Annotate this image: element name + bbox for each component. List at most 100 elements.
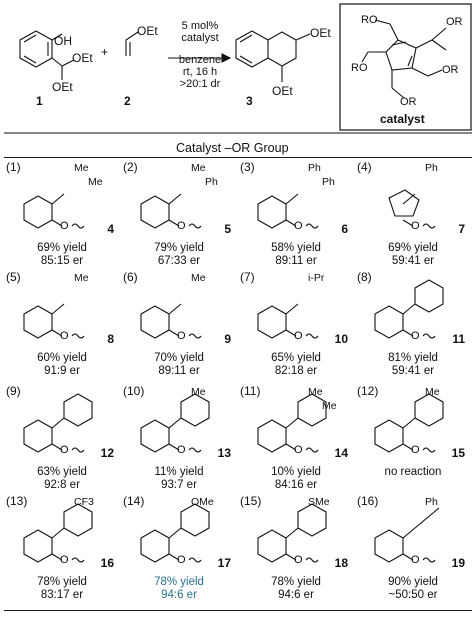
substituent-label: Me [191, 386, 206, 398]
substituent-bond [51, 527, 65, 539]
oxygen-label: O [177, 444, 186, 456]
product-oet-a: OEt [310, 26, 331, 40]
entry-number: (12) [357, 384, 379, 398]
catalyst-title: catalyst [380, 112, 425, 126]
oet-label-1a: OEt [72, 51, 93, 65]
entry-yield: 10% yield [271, 466, 321, 478]
oxygen-label: O [294, 220, 303, 232]
entry-er: 67:33 er [157, 255, 201, 267]
wavy-bond [422, 557, 436, 563]
oxygen-label: O [60, 444, 69, 456]
or-group-structure [374, 507, 440, 563]
table-header-rule [4, 157, 472, 158]
entry-number: (6) [123, 270, 138, 284]
cyclohexyl-ring [414, 279, 444, 313]
product-oet-b: OEt [272, 84, 293, 98]
substituent-label: Ph [322, 176, 335, 188]
o-bond [51, 443, 63, 451]
or-group-structure [140, 193, 202, 229]
substituent-bond [285, 193, 299, 205]
oxygen-label: O [411, 330, 420, 342]
substituent-label: Ph [308, 162, 321, 174]
o-bond [285, 329, 297, 337]
or-group-structure [23, 193, 85, 229]
o-bond [51, 329, 63, 337]
catalyst-ro-2: RO [351, 62, 368, 74]
substituent-bond [402, 193, 416, 205]
entry-yield: 79% yield [154, 242, 204, 254]
substituent-label: SMe [308, 496, 330, 508]
entry-yield: 69% yield [388, 242, 438, 254]
condition-dr: >20:1 dr [179, 78, 221, 90]
wavy-bond [188, 557, 202, 563]
entry-number: (8) [357, 270, 372, 284]
entry-er: 94:6 er [278, 589, 314, 601]
or-group-structure [257, 193, 319, 229]
reagent-2-number: 2 [124, 94, 131, 108]
oet-label-1b: OEt [52, 80, 73, 94]
plus-sign: + [101, 45, 109, 59]
compound-number: 15 [451, 446, 465, 460]
o-bond [402, 329, 414, 337]
product-3-number: 3 [246, 94, 253, 108]
catalyst-box [339, 3, 472, 131]
wavy-bond [305, 333, 319, 339]
catalyst-structure [361, 19, 447, 99]
ring-bond [374, 529, 404, 563]
entry-er: 59:41 er [391, 365, 435, 377]
entry-number: (10) [123, 384, 145, 398]
substituent-label: Me [74, 272, 89, 284]
entry-number: (1) [6, 160, 21, 174]
wavy-bond [71, 447, 85, 453]
condition-solvent: benzene [178, 54, 222, 66]
entry-er: 59:41 er [391, 255, 435, 267]
aryl-ring [297, 503, 327, 537]
wavy-bond [422, 447, 436, 453]
compound-number: 11 [452, 332, 465, 346]
ring-bond [23, 305, 53, 339]
o-bond [51, 553, 63, 561]
ring-bond [23, 419, 53, 453]
compound-number: 9 [224, 332, 231, 346]
or-group-structure [257, 393, 327, 453]
ring-bond [140, 419, 170, 453]
ring-bond [140, 305, 170, 339]
aryl-ring [180, 503, 210, 537]
or-group-structure [140, 303, 202, 339]
ring-bond [257, 529, 287, 563]
substituent-bond [51, 303, 65, 315]
oxygen-label: O [294, 330, 303, 342]
substituent-label: CF3 [74, 496, 94, 508]
reagent-1-number: 1 [36, 94, 43, 108]
entry-er: 93:7 er [161, 479, 197, 491]
substituent-bond [51, 193, 65, 205]
entry-yield: 78% yield [154, 576, 204, 588]
reagent-2-structure [125, 31, 139, 56]
substituent-bond [402, 303, 416, 315]
entry-yield: 69% yield [37, 242, 87, 254]
ring-bond [257, 305, 287, 339]
wavy-bond [422, 223, 436, 229]
entry-number: (5) [6, 270, 21, 284]
catalyst-or-3: OR [400, 96, 417, 108]
reaction-scheme [4, 3, 472, 134]
oxygen-label: O [60, 554, 69, 566]
o-bond [168, 553, 180, 561]
oxygen-label: O [411, 444, 420, 456]
compound-number: 19 [451, 556, 465, 570]
entry-er: ~50:50 er [388, 589, 438, 601]
compound-number: 4 [107, 222, 114, 236]
